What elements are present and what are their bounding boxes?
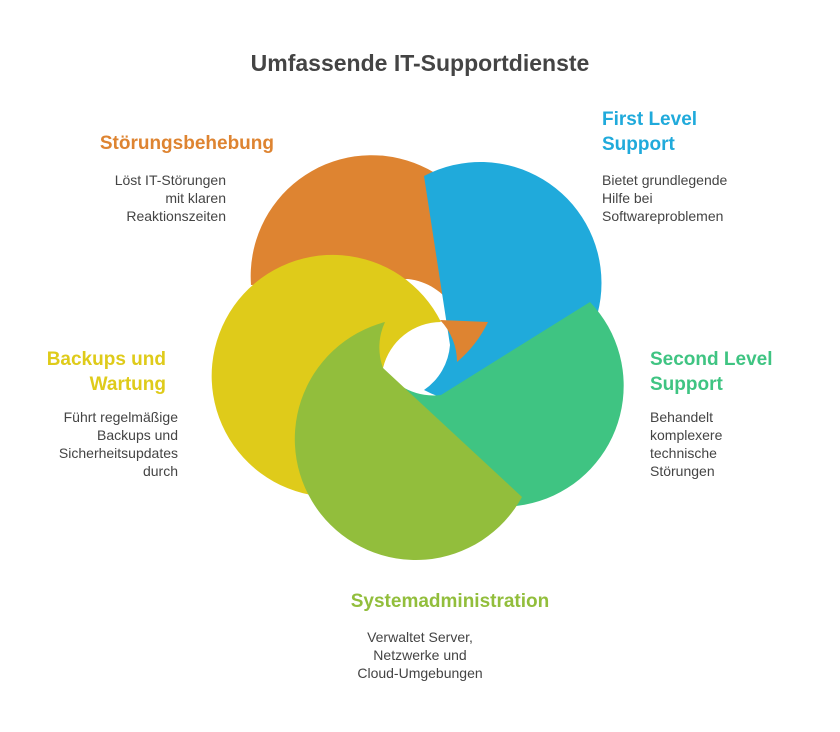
desc-line: Behandelt <box>650 409 714 425</box>
desc-line: technische <box>650 445 717 461</box>
segment-systemadministration <box>294 322 522 561</box>
desc-line: Sicherheitsupdates <box>58 445 178 461</box>
label-line: First Level <box>602 109 698 130</box>
page-title: Umfassende IT-Supportdienste <box>250 50 590 76</box>
label-first-level: First Level Support <box>602 107 822 157</box>
desc-first-level: Bietet grundlegende Hilfe bei Softwarepr… <box>602 171 822 225</box>
label-line: Support <box>602 134 675 155</box>
desc-second-level: Behandelt komplexere technische Störunge… <box>650 408 830 480</box>
desc-line: Netzwerke und <box>373 647 467 663</box>
desc-line: Backups und <box>97 427 178 443</box>
desc-line: Hilfe bei <box>602 190 653 206</box>
desc-line: Bietet grundlegende <box>602 172 728 188</box>
label-second-level: Second Level Support <box>650 347 835 397</box>
desc-backups: Führt regelmäßige Backups und Sicherheit… <box>10 408 178 480</box>
desc-line: Löst IT-Störungen <box>114 172 226 188</box>
desc-line: Führt regelmäßige <box>63 409 178 425</box>
desc-line: Störungen <box>650 463 715 479</box>
desc-line: Softwareproblemen <box>602 208 724 224</box>
label-backups: Backups und Wartung <box>10 347 166 397</box>
desc-stoerungsbehebung: Löst IT-Störungen mit klaren Reaktionsze… <box>40 171 226 225</box>
desc-systemadministration: Verwaltet Server, Netzwerke und Cloud-Um… <box>320 628 520 682</box>
desc-line: mit klaren <box>165 190 226 206</box>
label-line: Second Level <box>650 349 773 370</box>
label-line: Backups und <box>46 349 166 370</box>
label-systemadministration-text: Systemadministration <box>350 591 550 612</box>
label-line: Support <box>650 374 723 395</box>
desc-line: durch <box>142 463 178 479</box>
desc-line: Cloud-Umgebungen <box>357 665 483 681</box>
desc-line: Verwaltet Server, <box>367 629 473 645</box>
label-stoerungsbehebung: Störungsbehebung <box>40 131 274 156</box>
label-line: Wartung <box>89 374 166 395</box>
segment-stoerungsbehebung-tip <box>440 320 488 362</box>
desc-line: Reaktionszeiten <box>126 208 226 224</box>
label-systemadministration: Systemadministration <box>300 589 600 614</box>
desc-line: komplexere <box>650 427 723 443</box>
label-stoerungsbehebung-text: Störungsbehebung <box>99 133 274 154</box>
